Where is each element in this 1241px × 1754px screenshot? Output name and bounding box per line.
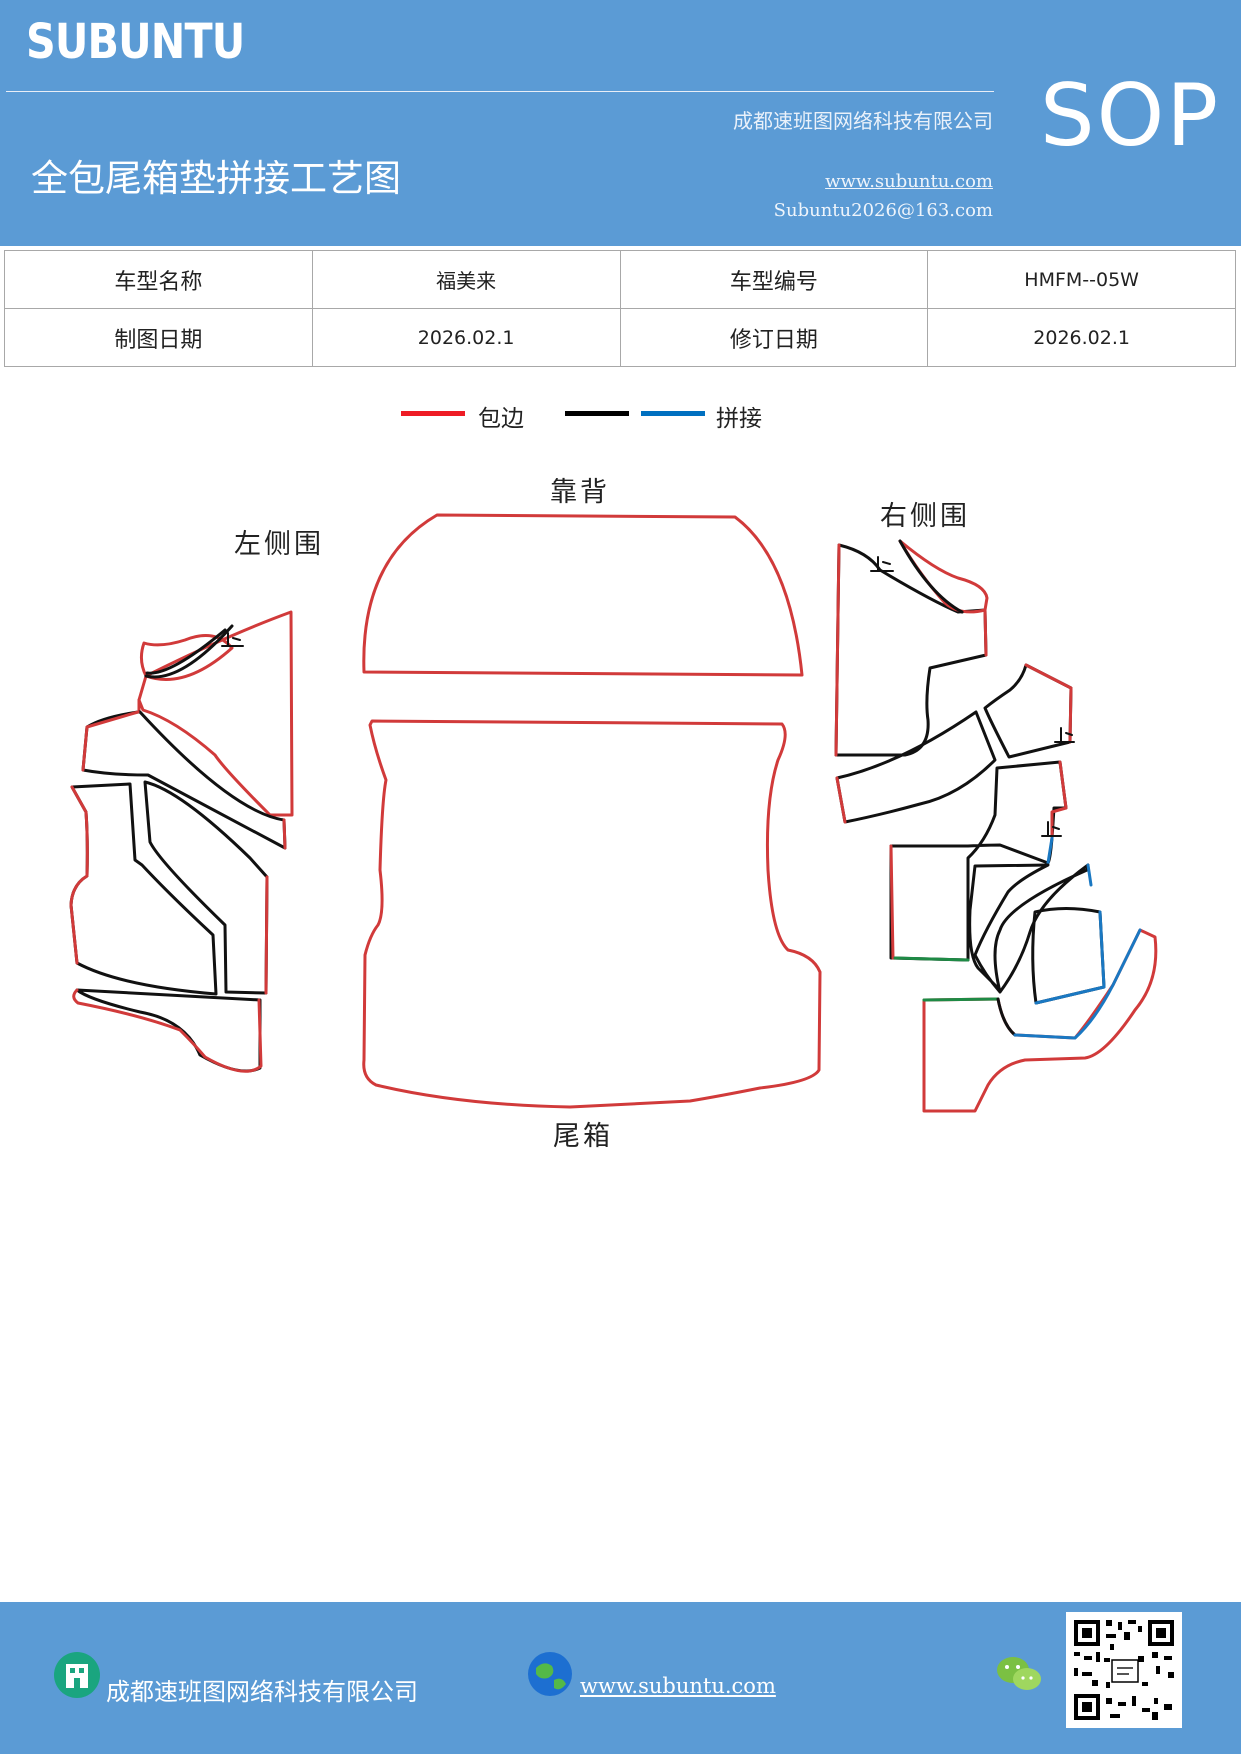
qr-code — [1066, 1612, 1182, 1728]
table-row: 制图日期 2026.02.1 修订日期 2026.02.1 — [4, 308, 1236, 367]
right-side-piece — [835, 710, 997, 824]
revise-date-value: 2026.02.1 — [927, 308, 1236, 367]
header-banner: SUBUNTU 成都速班图网络科技有限公司 全包尾箱垫拼接工艺图 www.sub… — [0, 0, 1241, 246]
document-title: 全包尾箱垫拼接工艺图 — [31, 157, 401, 200]
building-icon — [54, 1652, 100, 1698]
right-side-piece — [889, 760, 1068, 962]
left-side-piece — [137, 610, 294, 817]
website-link[interactable]: www.subuntu.com — [825, 171, 993, 192]
left-side-piece — [75, 988, 262, 1073]
legend-splice-label: 拼接 — [716, 406, 762, 432]
globe-icon — [528, 1652, 572, 1696]
right-side-piece — [834, 543, 988, 757]
legend: 包边 拼接 — [0, 395, 1241, 435]
legend-splice-swatch — [641, 411, 705, 416]
right-side-label: 右侧围 — [880, 501, 970, 532]
legend-seam-swatch — [565, 411, 629, 416]
brand-logo: SUBUNTU — [26, 14, 245, 70]
left-side-label: 左侧围 — [234, 529, 324, 560]
trunk-piece — [362, 719, 822, 1109]
left-side-piece — [69, 782, 218, 996]
model-name-label: 车型名称 — [4, 250, 313, 309]
model-name-value: 福美来 — [311, 250, 621, 309]
sop-badge: SOP — [1040, 66, 1221, 166]
info-table: 车型名称 福美来 车型编号 HMFM--05W 制图日期 2026.02.1 修… — [4, 250, 1236, 367]
draw-date-value: 2026.02.1 — [311, 308, 621, 367]
wechat-icon[interactable] — [996, 1654, 1042, 1694]
mat-diagram — [69, 513, 1158, 1113]
footer-website-link[interactable]: www.subuntu.com — [580, 1674, 776, 1698]
backrest-label: 靠背 — [550, 477, 610, 508]
revise-date-label: 修订日期 — [619, 308, 929, 367]
header-divider — [6, 91, 994, 92]
legend-wrap-swatch — [401, 411, 465, 416]
draw-date-label: 制图日期 — [4, 308, 313, 367]
stop-marks — [221, 556, 1075, 837]
email-address: Subuntu2026@163.com — [773, 200, 993, 221]
right-side-piece — [922, 928, 1158, 1113]
footer: 成都速班图网络科技有限公司 www.subuntu.com — [0, 1602, 1241, 1754]
model-code-value: HMFM--05W — [927, 250, 1236, 309]
backrest-piece — [362, 513, 804, 677]
company-name: 成都速班图网络科技有限公司 — [733, 109, 993, 133]
table-row: 车型名称 福美来 车型编号 HMFM--05W — [4, 250, 1236, 309]
right-side-piece — [968, 863, 1090, 994]
right-side-piece — [983, 663, 1073, 759]
footer-company-name: 成都速班图网络科技有限公司 — [106, 1678, 418, 1706]
left-side-piece — [81, 710, 287, 850]
model-code-label: 车型编号 — [619, 250, 929, 309]
legend-wrap-label: 包边 — [478, 406, 524, 432]
trunk-label: 尾箱 — [553, 1121, 613, 1152]
